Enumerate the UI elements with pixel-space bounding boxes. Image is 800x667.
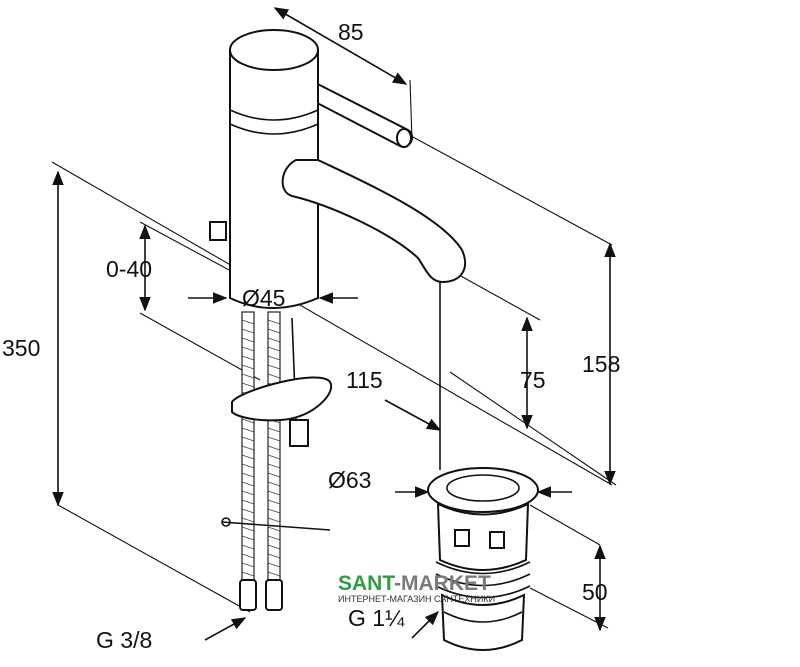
hose-braid-ring bbox=[267, 445, 281, 451]
hose-braid-ring bbox=[241, 382, 255, 388]
hose-braid-ring bbox=[267, 346, 281, 352]
hose-braid-ring bbox=[241, 328, 255, 334]
dim-45-label: Ø45 bbox=[242, 285, 285, 311]
hose-braid-ring bbox=[267, 364, 281, 370]
dim-75-label: 75 bbox=[520, 367, 546, 393]
dim-g38-label: G 3/8 bbox=[96, 627, 152, 653]
hose-braid-ring bbox=[267, 355, 281, 361]
dim-0-40-label: 0-40 bbox=[106, 256, 152, 282]
hose-braid-ring bbox=[241, 445, 255, 451]
hose-braid-ring bbox=[241, 526, 255, 532]
hose-braid-ring bbox=[267, 454, 281, 460]
hose-braid-ring bbox=[241, 535, 255, 541]
spout bbox=[281, 159, 467, 284]
hose-braid-ring bbox=[267, 517, 281, 523]
hose-braid-ring bbox=[267, 463, 281, 469]
hose-braid-ring bbox=[241, 508, 255, 514]
hose-braid-ring bbox=[267, 544, 281, 550]
hose-braid-ring bbox=[241, 481, 255, 487]
supply-hoses bbox=[221, 311, 333, 611]
hose-braid-ring bbox=[241, 355, 255, 361]
hose-braid-ring bbox=[241, 436, 255, 442]
faucet-body bbox=[209, 29, 467, 470]
hose-braid-ring bbox=[241, 463, 255, 469]
hose-braid-ring bbox=[267, 481, 281, 487]
mounting-bracket bbox=[231, 376, 333, 422]
svg-text:SANT-MARKET: SANT-MARKET bbox=[338, 572, 491, 595]
hose-braid-ring bbox=[241, 499, 255, 505]
hose-braid-ring bbox=[241, 472, 255, 478]
dim-115-label: 115 bbox=[346, 367, 383, 393]
popup-rod bbox=[209, 221, 227, 241]
hose-braid-ring bbox=[267, 490, 281, 496]
hose-braid-ring bbox=[267, 328, 281, 334]
hose-braid-ring bbox=[241, 337, 255, 343]
hose-braid-ring bbox=[241, 364, 255, 370]
dim-63-label: Ø63 bbox=[328, 467, 371, 493]
hose-braid-ring bbox=[241, 562, 255, 568]
hose-braid-ring bbox=[241, 553, 255, 559]
hose-braid-ring bbox=[267, 319, 281, 325]
faucet-cylinder bbox=[229, 50, 319, 309]
hose-braid-ring bbox=[267, 526, 281, 532]
cylinder-top bbox=[229, 29, 319, 71]
hose-braid-ring bbox=[241, 319, 255, 325]
dim-158-label: 158 bbox=[582, 351, 620, 377]
hose-braid-ring bbox=[241, 490, 255, 496]
dim-85-line bbox=[273, 7, 408, 85]
dimension-arrows bbox=[52, 7, 616, 641]
extension-lines bbox=[51, 79, 617, 629]
dim-50-label: 50 bbox=[582, 579, 608, 605]
hose-braid-ring bbox=[267, 427, 281, 433]
hose-braid-ring bbox=[267, 508, 281, 514]
hose-braid-ring bbox=[267, 499, 281, 505]
hose-braid-ring bbox=[267, 571, 281, 577]
hose-braid-ring bbox=[241, 571, 255, 577]
hose-braid-ring bbox=[241, 346, 255, 352]
dim-g38-leader bbox=[204, 617, 247, 641]
hose-braid-ring bbox=[241, 544, 255, 550]
hose-braid-ring bbox=[241, 517, 255, 523]
dim-115-line bbox=[384, 399, 442, 431]
dim-g112-label: G 1¼ bbox=[348, 605, 405, 631]
hose-braid-ring bbox=[267, 373, 281, 379]
watermark-brand-green: SANT bbox=[338, 572, 395, 595]
hose-braid-ring bbox=[267, 553, 281, 559]
dim-g112-leader bbox=[411, 610, 440, 639]
hose-braid-ring bbox=[241, 427, 255, 433]
watermark-tagline: ИНТЕРНЕТ-МАГАЗИН САНТЕХНИКИ bbox=[338, 594, 495, 604]
hose-braid-ring bbox=[267, 337, 281, 343]
dimension-labels: 85 0-40 Ø45 350 115 75 158 Ø63 50 G 3/8 … bbox=[2, 19, 620, 653]
hose-braid-ring bbox=[267, 472, 281, 478]
hose-braid-ring bbox=[267, 535, 281, 541]
waste-valve bbox=[427, 467, 539, 651]
hose-braid-ring bbox=[267, 436, 281, 442]
hose-braid-ring bbox=[241, 418, 255, 424]
hose-braid-ring bbox=[267, 562, 281, 568]
dim-85-label: 85 bbox=[338, 19, 364, 45]
dim-350-label: 350 bbox=[2, 335, 40, 361]
watermark-logo: SANT-MARKET ИНТЕРНЕТ-МАГАЗИН САНТЕХНИКИ bbox=[338, 572, 495, 604]
hose-braid-ring bbox=[241, 373, 255, 379]
hose-braid-ring bbox=[241, 454, 255, 460]
watermark-brand-gray: -MARKET bbox=[394, 572, 491, 595]
